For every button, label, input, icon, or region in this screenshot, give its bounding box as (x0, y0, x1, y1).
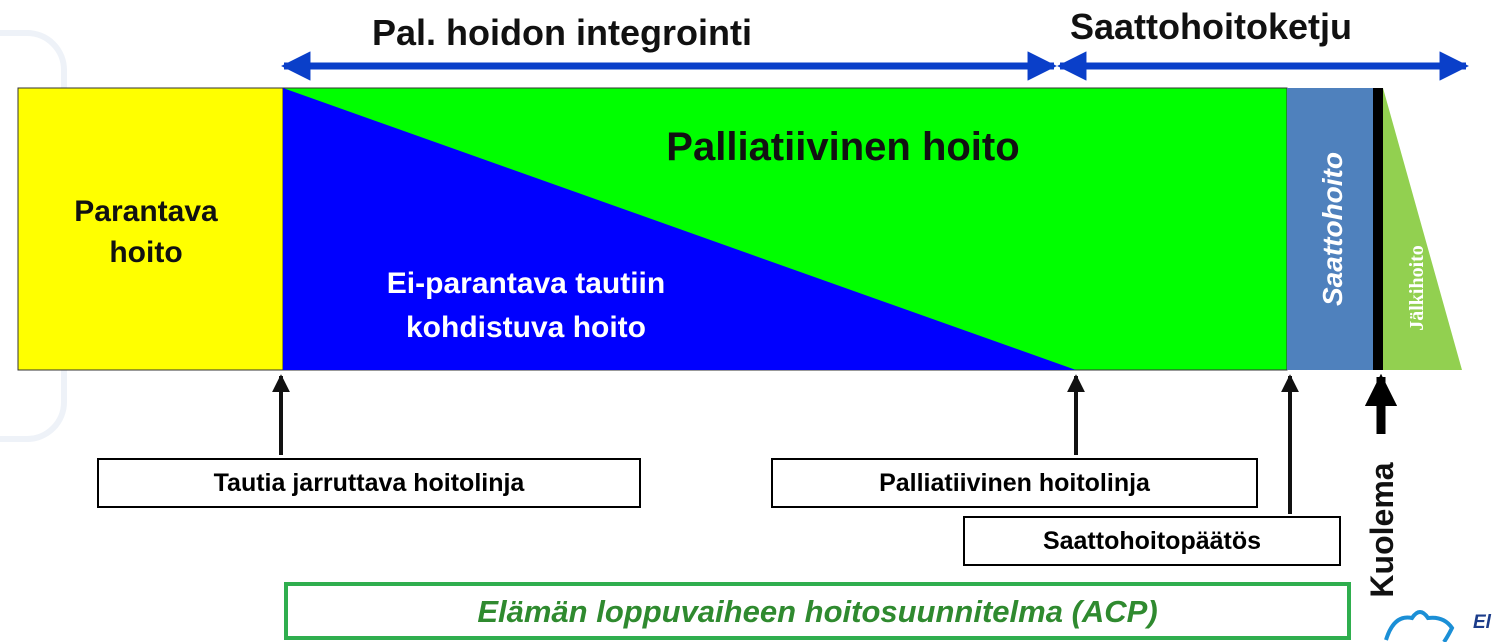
logo-icon (1384, 610, 1455, 642)
hospice-decision-label: Saattohoitopäätös (963, 516, 1341, 566)
curative-care-block (17, 87, 284, 371)
acp-plan-box: Elämän loppuvaiheen hoitosuunnitelma (AC… (284, 582, 1351, 640)
aftercare-label: Jälkihoito (1406, 245, 1428, 331)
hospice-care-block (1287, 88, 1373, 370)
disease-slowing-label: Tautia jarruttava hoitolinja (97, 458, 641, 508)
hospice-care-label: Saattohoito (1317, 152, 1348, 306)
aftercare-wedge (1383, 88, 1462, 370)
palliative-care-label: Palliatiivinen hoito (666, 125, 1019, 169)
acp-plan-label: Elämän loppuvaiheen hoitosuunnitelma (AC… (477, 594, 1158, 629)
non-curative-care-wedge (283, 88, 1076, 370)
curative-care-label: Parantava (74, 195, 218, 228)
death-label: Kuolema (1364, 462, 1400, 597)
palliative-line-label: Palliatiivinen hoitolinja (771, 458, 1258, 508)
logo-wordmark: El (1473, 612, 1491, 633)
integration-label: Pal. hoidon integrointi (372, 12, 752, 53)
curative-care-label-2: hoito (109, 236, 182, 269)
non-curative-care-label: Ei-parantava tautiin (387, 267, 665, 300)
non-curative-care-label-2: kohdistuva hoito (406, 311, 646, 344)
death-marker-bar (1373, 88, 1383, 370)
hospice-chain-label: Saattohoitoketju (1070, 6, 1353, 47)
